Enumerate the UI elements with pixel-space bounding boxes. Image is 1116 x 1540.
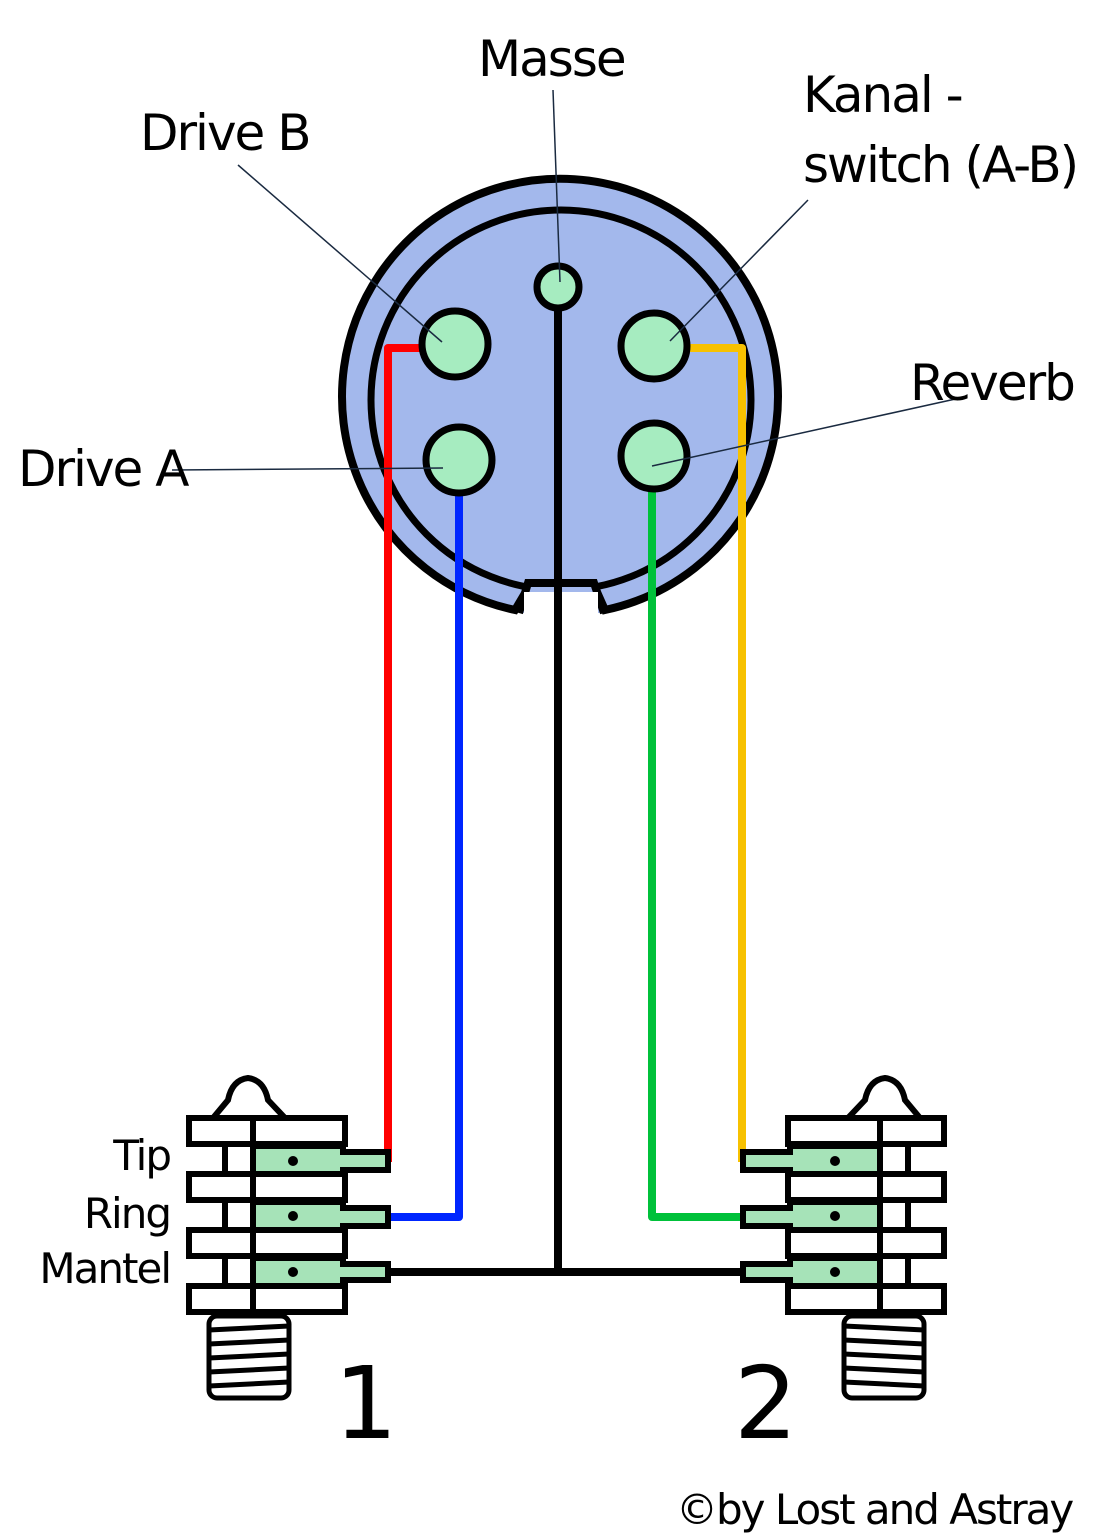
wire-drive-a bbox=[388, 492, 463, 1221]
jack-2-tip-dot bbox=[830, 1156, 840, 1166]
label-kanal-line1: Kanal - bbox=[803, 66, 962, 124]
leader-drive-a bbox=[171, 467, 444, 471]
jack-2-cap bbox=[841, 1074, 927, 1121]
label-mantel: Mantel bbox=[39, 1244, 170, 1293]
jack-1-ring-contact bbox=[250, 1199, 391, 1233]
jack-2-ring-dot bbox=[830, 1211, 840, 1221]
jack-1-cap bbox=[206, 1074, 292, 1121]
leader-kanal bbox=[669, 199, 809, 342]
label-kanal-line2: switch (A-B) bbox=[803, 136, 1077, 194]
label-ring: Ring bbox=[84, 1189, 170, 1238]
label-drive-a: Drive A bbox=[18, 440, 189, 498]
wire-reverb bbox=[648, 488, 744, 1221]
jack-1-thread bbox=[206, 1313, 292, 1401]
leader-reverb bbox=[651, 397, 961, 467]
wire-drive-b bbox=[384, 344, 420, 1162]
label-drive-b: Drive B bbox=[140, 104, 310, 162]
leader-lines bbox=[171, 89, 961, 471]
leader-drive-b bbox=[237, 164, 443, 343]
jack-2-sleeve-dot bbox=[830, 1267, 840, 1277]
jack-2 bbox=[740, 1074, 947, 1401]
wire-kanal-switch bbox=[690, 344, 746, 1162]
jack-1-tip-contact bbox=[250, 1143, 391, 1177]
jack-2-sleeve-contact bbox=[740, 1255, 883, 1289]
jack-2-contacts bbox=[740, 1143, 883, 1289]
jack-2-tip-contact bbox=[740, 1143, 883, 1177]
pin-reverb bbox=[617, 419, 691, 493]
jack-1-number: 1 bbox=[334, 1345, 396, 1462]
wires bbox=[384, 305, 746, 1276]
jack-1-contacts bbox=[250, 1143, 391, 1289]
jack-2-thread bbox=[841, 1313, 927, 1401]
copyright-text: ©by Lost and Astray bbox=[676, 1485, 1073, 1534]
jack-2-ring-contact bbox=[740, 1199, 883, 1233]
jack-2-number: 2 bbox=[734, 1345, 796, 1462]
jack-1-sleeve-dot bbox=[288, 1267, 298, 1277]
leader-masse bbox=[552, 89, 561, 283]
jack-1-ring-dot bbox=[288, 1211, 298, 1221]
label-masse: Masse bbox=[478, 30, 625, 88]
label-tip: Tip bbox=[112, 1131, 170, 1180]
pin-drive-a bbox=[422, 423, 496, 497]
pin-kanal-switch bbox=[617, 309, 691, 383]
jack-1-tip-dot bbox=[288, 1156, 298, 1166]
connector-pins bbox=[418, 262, 691, 497]
jack-1 bbox=[186, 1074, 391, 1401]
pin-masse bbox=[533, 262, 583, 312]
jack-1-sleeve-contact bbox=[250, 1255, 391, 1289]
label-reverb: Reverb bbox=[910, 354, 1074, 412]
pin-drive-b bbox=[418, 307, 492, 381]
